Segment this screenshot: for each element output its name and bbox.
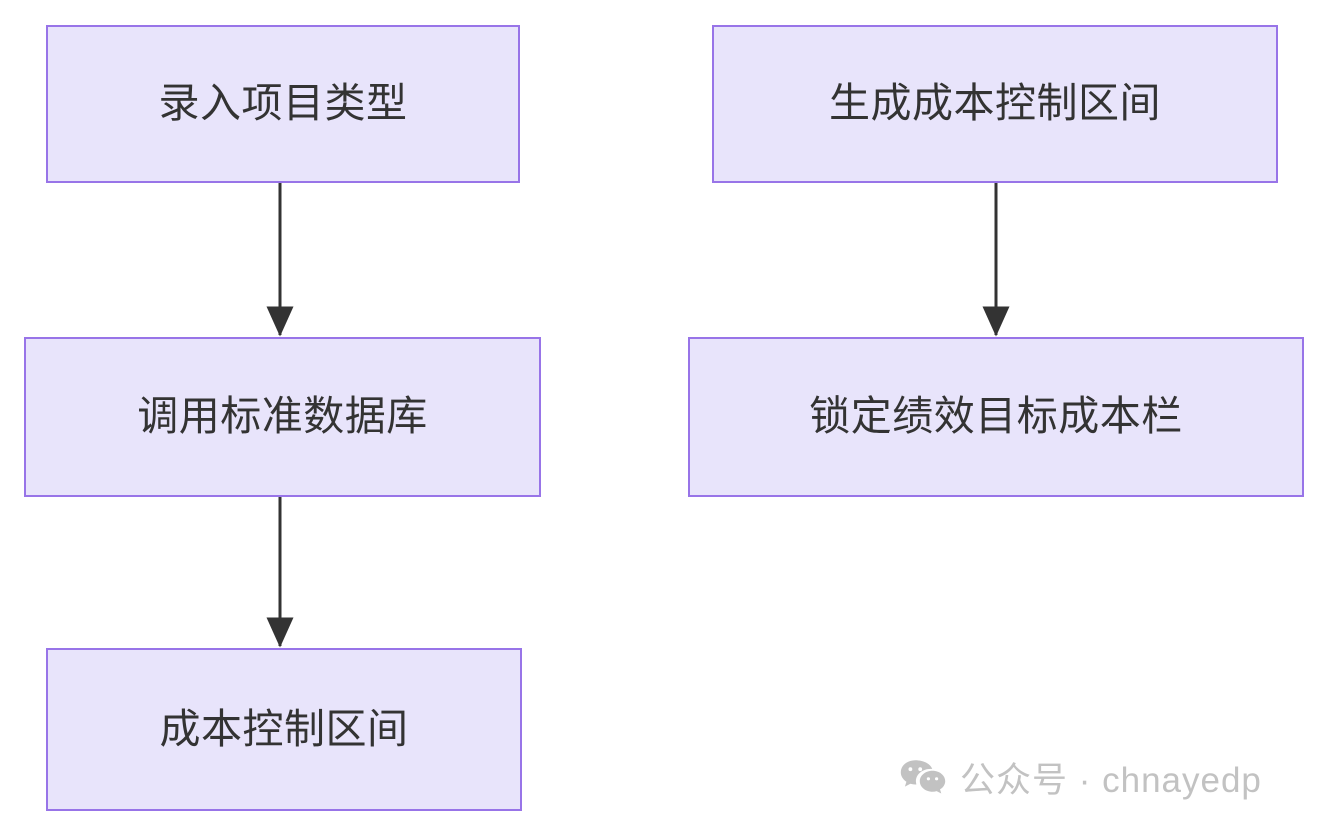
flow-node-label: 生成成本控制区间 <box>829 80 1161 127</box>
flow-node-n4[interactable]: 生成成本控制区间 <box>712 25 1278 183</box>
wechat-icon <box>900 759 946 797</box>
flow-node-label: 成本控制区间 <box>159 705 409 752</box>
flow-node-n1[interactable]: 录入项目类型 <box>46 25 520 183</box>
flow-node-n5[interactable]: 锁定绩效目标成本栏 <box>688 337 1304 497</box>
flow-node-label: 录入项目类型 <box>158 80 408 127</box>
watermark-text: 公众号 · chnayedp <box>960 761 1262 800</box>
wechat-watermark: 公众号 · chnayedp <box>900 752 1262 803</box>
flow-node-n3[interactable]: 成本控制区间 <box>46 648 522 811</box>
flow-node-label: 锁定绩效目标成本栏 <box>809 393 1183 440</box>
flow-node-label: 调用标准数据库 <box>137 393 428 440</box>
flow-node-n2[interactable]: 调用标准数据库 <box>24 337 541 497</box>
